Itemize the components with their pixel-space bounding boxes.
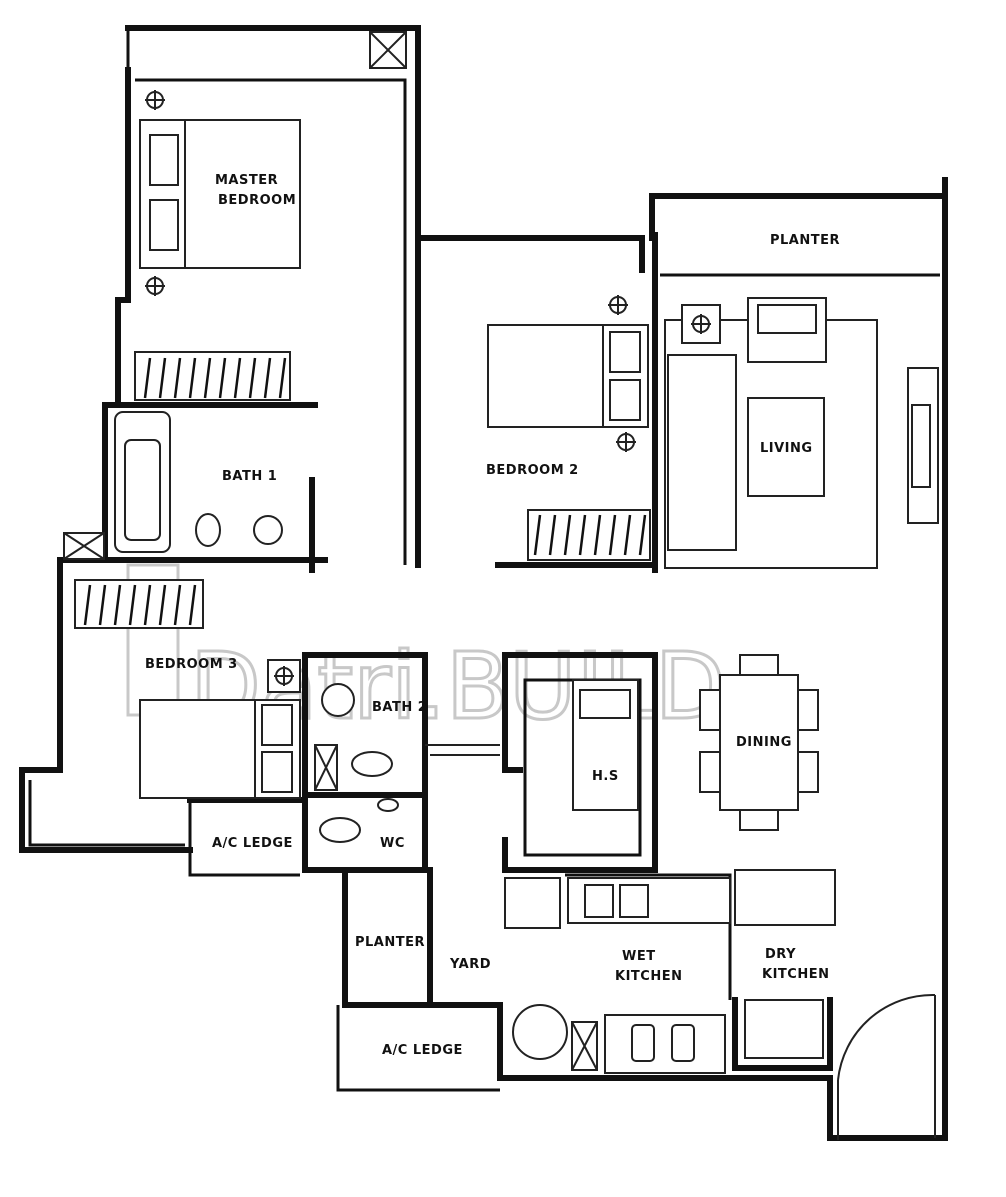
label-dry-kitchen-2: KITCHEN	[762, 967, 829, 982]
walls	[19, 25, 948, 1141]
label-dry-kitchen-1: DRY	[765, 947, 796, 962]
label-wet-kitchen-1: WET	[622, 949, 656, 964]
label-yard: YARD	[449, 957, 491, 972]
label-wet-kitchen-2: KITCHEN	[615, 969, 682, 984]
label-bath-1: BATH 1	[222, 469, 277, 484]
furniture	[63, 31, 939, 1140]
label-master-bedroom-2: BEDROOM	[218, 193, 296, 208]
label-planter-bottom: PLANTER	[355, 935, 425, 950]
entrance-door	[837, 993, 936, 1140]
label-master-bedroom-1: MASTER	[215, 173, 278, 188]
label-bath-2: BATH 2	[372, 700, 427, 715]
room-labels: MASTER BEDROOM BATH 1 BEDROOM 2 PLANTER …	[145, 173, 840, 1058]
label-wc: WC	[380, 836, 405, 851]
label-dining: DINING	[736, 735, 792, 750]
label-hs: H.S	[592, 769, 619, 784]
label-planter-top: PLANTER	[770, 233, 840, 248]
wardrobe-hatch	[143, 357, 287, 399]
label-living: LIVING	[760, 441, 813, 456]
electrical-point-icon	[145, 90, 165, 296]
ventilation-icon	[63, 31, 407, 560]
label-ac-ledge-bottom: A/C LEDGE	[382, 1043, 463, 1058]
label-bedroom-3: BEDROOM 3	[145, 657, 238, 672]
label-bedroom-2: BEDROOM 2	[486, 463, 579, 478]
label-ac-ledge-left: A/C LEDGE	[212, 836, 293, 851]
